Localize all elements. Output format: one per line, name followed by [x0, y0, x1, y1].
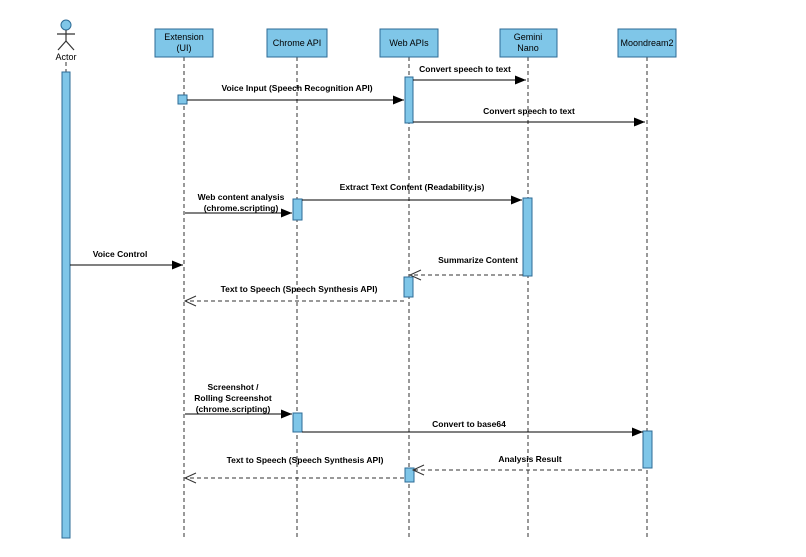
participant-box-chrome-api [266, 28, 328, 58]
message-label-line: Rolling Screenshot [194, 393, 272, 403]
message-label-line: Convert to base64 [432, 419, 506, 429]
participant-label-moondream2: Moondream2 [620, 38, 673, 48]
arrowhead-filled-icon-5 [172, 260, 183, 270]
arrowhead-open-icon-6 [408, 269, 422, 281]
participant-label-extension-ui: Extension(UI) [164, 32, 204, 53]
arrowhead-filled-icon-2 [634, 117, 645, 127]
message-label-line: Voice Input (Speech Recognition API) [221, 83, 372, 93]
message-label-line: Analysis Result [498, 454, 561, 464]
participant-label-line: Web APIs [389, 38, 429, 48]
message-label-line: Web content analysis [198, 192, 285, 202]
participant-box-web-apis [379, 28, 439, 58]
arrowhead-filled-icon-0 [515, 75, 526, 85]
message-label-4: Web content analysis(chrome.scripting) [198, 192, 285, 213]
arrowhead-filled-icon-9 [632, 427, 643, 437]
message-label-8: Screenshot /Rolling Screenshot(chrome.sc… [194, 382, 272, 414]
participant-label-chrome-api: Chrome API [273, 38, 322, 48]
actor-head-icon [60, 19, 72, 31]
activation-bar-chrome-api-5 [292, 412, 303, 433]
activation-bar-moondream2-6 [642, 430, 653, 469]
message-label-line: (chrome.scripting) [196, 404, 271, 414]
arrowhead-filled-icon-8 [281, 409, 292, 419]
activation-bar-chrome-api-2 [292, 198, 303, 221]
participant-label-line: Nano [517, 43, 539, 53]
activation-bar-web-apis-7 [404, 467, 415, 483]
message-label-6: Summarize Content [438, 255, 518, 265]
actor-activation-bar [61, 71, 71, 539]
arrowhead-filled-icon-1 [393, 95, 404, 105]
message-label-line: Extract Text Content (Readability.js) [340, 182, 485, 192]
participant-label-line: Extension [164, 32, 204, 42]
message-label-line: Text to Speech (Speech Synthesis API) [227, 455, 384, 465]
activation-bar-web-apis-4 [403, 276, 414, 298]
participant-box-moondream2 [617, 28, 677, 58]
participant-box-extension-ui [154, 28, 214, 58]
arrowhead-filled-icon-4 [281, 208, 292, 218]
activation-bar-web-apis-0 [404, 76, 414, 124]
message-label-3: Extract Text Content (Readability.js) [340, 182, 485, 192]
message-label-10: Analysis Result [498, 454, 561, 464]
message-label-9: Convert to base64 [432, 419, 506, 429]
actor-label: Actor [55, 52, 76, 62]
arrowhead-open-icon-7 [183, 295, 197, 307]
participant-label-line: (UI) [177, 43, 192, 53]
message-label-line: Convert speech to text [419, 64, 511, 74]
participant-box-gemini-nano [499, 28, 558, 58]
message-label-line: Text to Speech (Speech Synthesis API) [221, 284, 378, 294]
participant-label-line: Moondream2 [620, 38, 673, 48]
message-label-11: Text to Speech (Speech Synthesis API) [227, 455, 384, 465]
arrowhead-open-icon-10 [411, 464, 425, 476]
arrowhead-open-icon-11 [183, 472, 197, 484]
message-label-line: Screenshot / [207, 382, 259, 392]
message-label-1: Voice Input (Speech Recognition API) [221, 83, 372, 93]
participant-label-line: Chrome API [273, 38, 322, 48]
message-label-line: Summarize Content [438, 255, 518, 265]
participant-label-web-apis: Web APIs [389, 38, 429, 48]
message-label-2: Convert speech to text [483, 106, 575, 116]
actor-leg-right-icon [65, 40, 75, 51]
message-label-5: Voice Control [93, 249, 148, 259]
message-label-line: (chrome.scripting) [204, 203, 279, 213]
activation-bar-gemini-nano-3 [522, 197, 533, 277]
message-label-0: Convert speech to text [419, 64, 511, 74]
activation-bar-extension-ui-1 [177, 94, 188, 105]
message-label-line: Convert speech to text [483, 106, 575, 116]
message-label-line: Voice Control [93, 249, 148, 259]
participant-label-line: Gemini [514, 32, 543, 42]
arrowhead-filled-icon-3 [511, 195, 522, 205]
message-label-7: Text to Speech (Speech Synthesis API) [221, 284, 378, 294]
actor-leg-left-icon [57, 40, 67, 51]
